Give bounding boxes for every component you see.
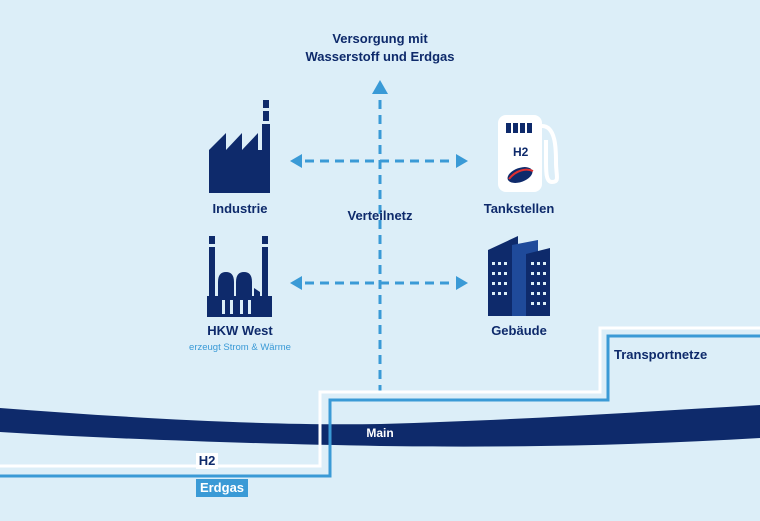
arrow-industrie-tankstellen: [290, 154, 468, 168]
pump-h2-label: H2: [513, 145, 529, 159]
distribution-trunk: [372, 80, 388, 392]
verteilnetz-label: Verteilnetz: [347, 208, 413, 223]
arrow-hkw-gebaeude: [290, 276, 468, 290]
building-icon: [488, 236, 550, 316]
river-main: [0, 405, 760, 447]
h2-tag-label: H2: [199, 453, 216, 468]
erdgas-transport-line: [0, 334, 760, 478]
node-hkw: HKW West: [207, 323, 273, 338]
factory-icon: [209, 100, 270, 193]
erdgas-tag-label: Erdgas: [200, 480, 244, 495]
transport-label: Transportnetze: [614, 347, 707, 362]
trunk-arrow-head: [372, 80, 388, 94]
hydrogen-pump-icon: H2: [498, 115, 559, 192]
h2-transport-line: [0, 326, 760, 468]
power-plant-icon: [207, 236, 272, 317]
h2-tag: H2: [196, 453, 218, 469]
pump-logo: [507, 167, 533, 183]
erdgas-tag: Erdgas: [196, 479, 248, 497]
node-industrie: Industrie: [213, 201, 268, 216]
title-line-1: Versorgung mit: [332, 31, 428, 46]
river-main-label: Main: [366, 426, 393, 440]
node-gebaeude: Gebäude: [491, 323, 547, 338]
title-line-2: Wasserstoff und Erdgas: [305, 49, 454, 64]
node-tankstellen: Tankstellen: [484, 201, 555, 216]
node-hkw-subtitle: erzeugt Strom & Wärme: [189, 342, 291, 353]
